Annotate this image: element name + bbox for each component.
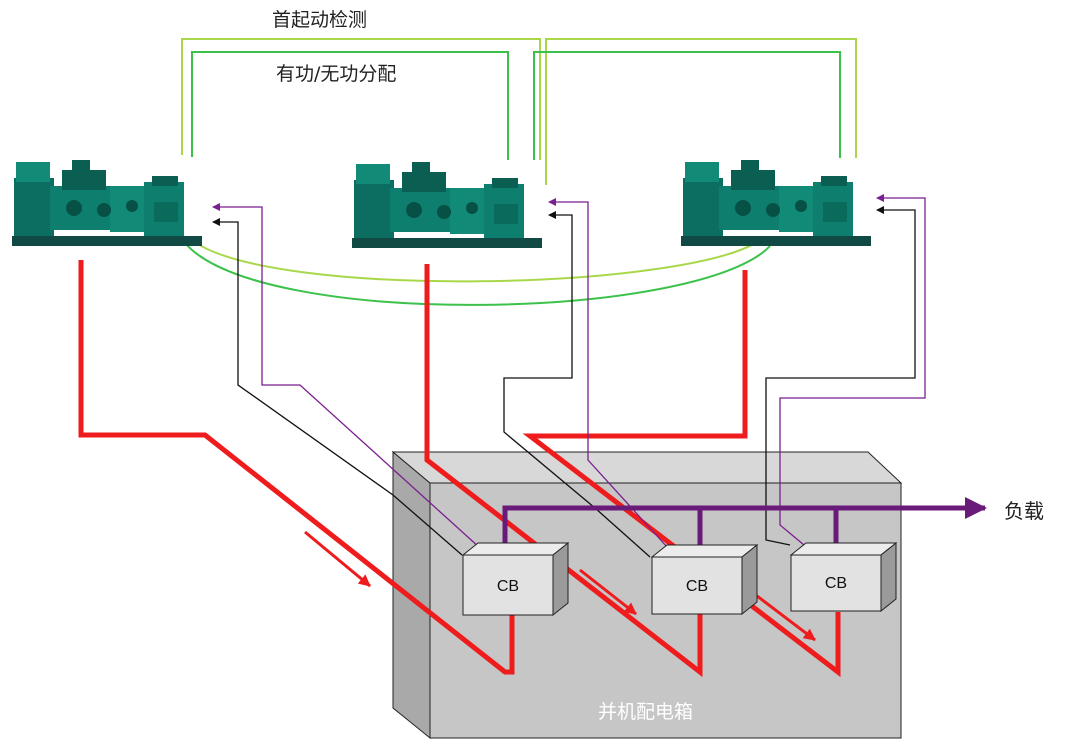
power-share-line <box>191 51 509 160</box>
breaker-label: CB <box>825 575 847 592</box>
first-start-detect-line-2 <box>545 38 857 185</box>
load-label: 负载 <box>1004 499 1044 523</box>
share-arc-2 <box>191 239 761 283</box>
generator-1 <box>12 160 202 246</box>
cabinet-label: 并机配电箱 <box>598 701 693 723</box>
power-line-3 <box>522 270 841 678</box>
control-signals <box>212 194 926 549</box>
flow-arrow-2 <box>579 568 637 616</box>
circuit-breaker-3: CB <box>789 541 898 613</box>
flow-arrows <box>304 530 816 642</box>
control-loops <box>181 38 857 306</box>
power-line-1 <box>78 260 515 675</box>
control-line-3 <box>779 194 926 546</box>
generator-3 <box>681 160 871 246</box>
control-line-2 <box>548 198 669 549</box>
circuit-breaker-1: CB <box>461 541 570 617</box>
breaker-label: CB <box>686 578 708 595</box>
feedback-line-3 <box>765 206 916 546</box>
load-bus-main <box>502 497 987 548</box>
flow-arrow-3 <box>756 594 816 642</box>
feedback-line-1 <box>212 218 463 556</box>
first-start-detect-label: 首起动检测 <box>272 9 367 31</box>
share-arc-1 <box>184 242 771 306</box>
circuit-breaker-2: CB <box>650 543 759 616</box>
breaker-label: CB <box>497 578 519 595</box>
first-start-detect-line <box>181 38 541 160</box>
load-bus <box>502 497 987 548</box>
control-line-1 <box>212 203 481 549</box>
power-share-label: 有功/无功分配 <box>276 63 396 85</box>
power-share-line-2 <box>533 51 841 160</box>
flow-arrow-1 <box>304 530 371 588</box>
generator-2 <box>352 162 542 248</box>
